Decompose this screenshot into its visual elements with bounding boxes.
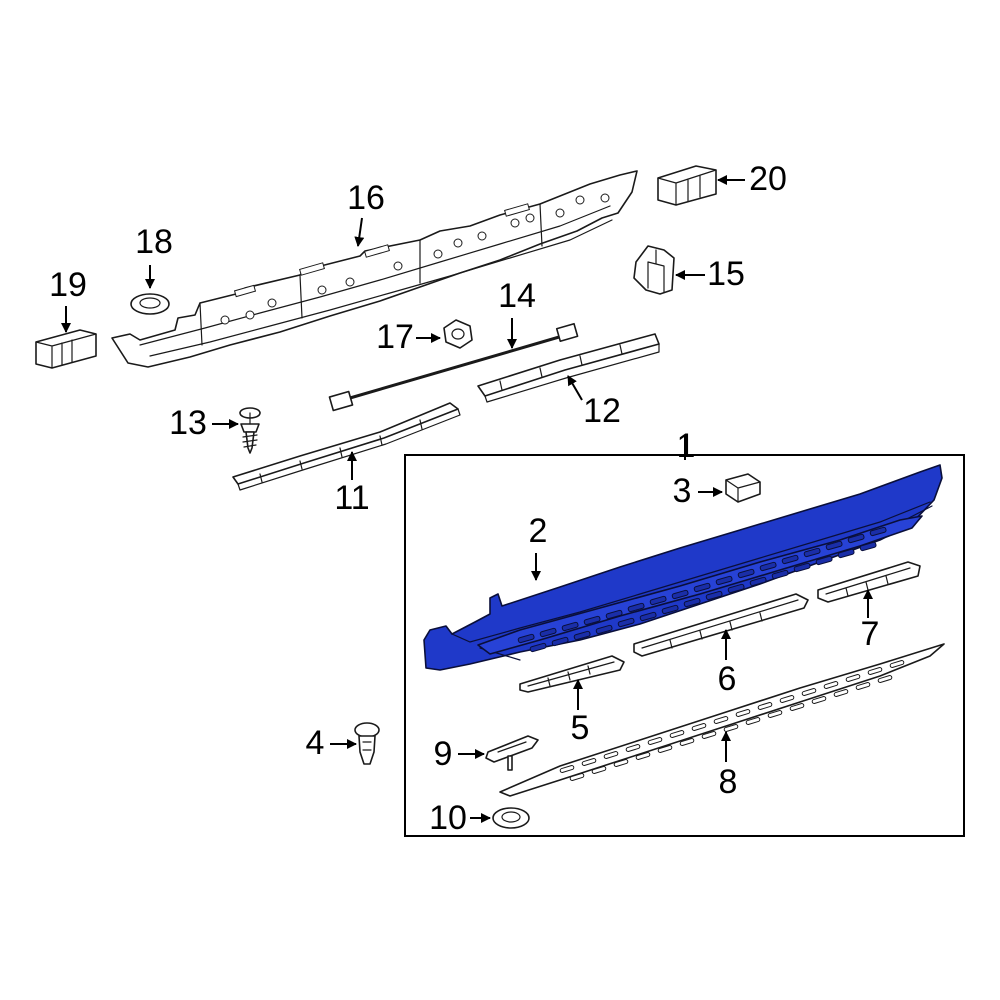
callout-20: 20 [749, 160, 787, 198]
part-18-grommet[interactable] [130, 293, 170, 315]
part-10-grommet[interactable] [492, 807, 530, 829]
callout-16: 16 [347, 179, 385, 217]
part-8-tread-plate[interactable] [499, 643, 945, 797]
callout-17: 17 [376, 318, 414, 356]
callout-6: 6 [718, 660, 737, 698]
leader-16 [354, 217, 365, 247]
part-4-push-clip[interactable] [354, 722, 380, 765]
part-7-step-pad[interactable] [817, 561, 921, 603]
part-15-bracket[interactable] [633, 245, 675, 295]
part-13-screw[interactable] [239, 407, 261, 454]
callout-3: 3 [673, 472, 692, 510]
callout-9: 9 [434, 735, 453, 773]
callout-10: 10 [429, 799, 467, 837]
part-2-running-board[interactable] [423, 464, 943, 671]
callout-4: 4 [306, 724, 325, 762]
callout-12: 12 [583, 392, 621, 430]
leader-12 [567, 375, 583, 401]
part-9-clip[interactable] [485, 735, 539, 771]
part-12-molding[interactable] [477, 333, 660, 403]
callout-7: 7 [861, 615, 880, 653]
part-17-nut[interactable] [443, 319, 473, 349]
part-14-harness[interactable] [328, 322, 579, 412]
callout-11: 11 [334, 479, 369, 517]
callout-5: 5 [571, 709, 590, 747]
part-3-end-cap[interactable] [725, 473, 761, 503]
part-20-clip[interactable] [657, 165, 717, 206]
part-2-tread-slots [517, 526, 887, 653]
callout-19: 19 [49, 266, 87, 304]
callout-8: 8 [719, 763, 738, 801]
part-11-molding[interactable] [232, 402, 461, 491]
part-5-step-pad[interactable] [519, 655, 625, 693]
callout-15: 15 [707, 255, 745, 293]
callout-18: 18 [135, 223, 173, 261]
part-6-step-pad[interactable] [633, 593, 809, 657]
part-16-holes [220, 193, 610, 325]
part-16-rocker-reinforcement[interactable] [111, 170, 638, 368]
part-8-tread-slots [559, 660, 905, 781]
callout-14: 14 [498, 277, 536, 315]
callout-13: 13 [169, 404, 207, 442]
callout-2: 2 [529, 512, 548, 550]
part-19-clip[interactable] [35, 329, 97, 369]
